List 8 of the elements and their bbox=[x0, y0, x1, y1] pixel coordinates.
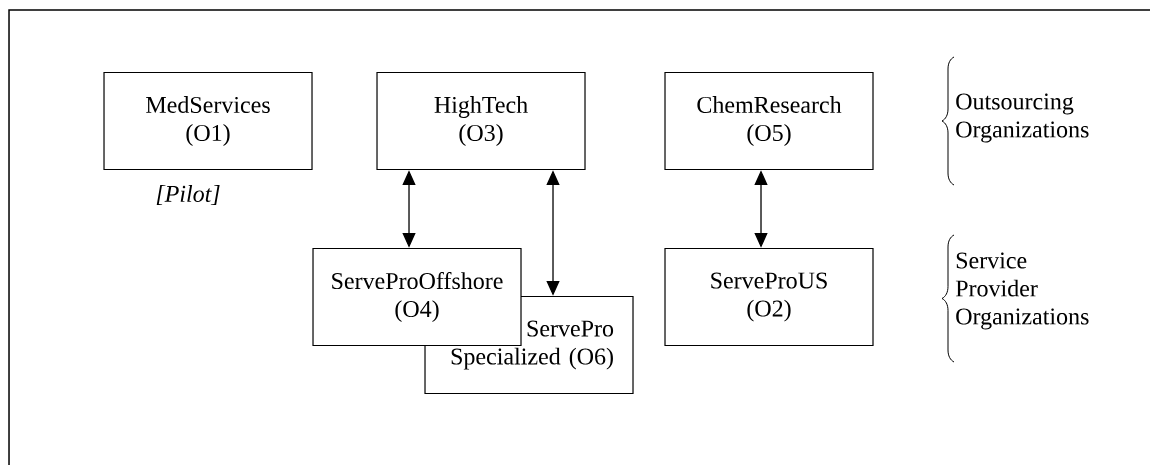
group-label: Outsourcing Organizations bbox=[956, 93, 1089, 143]
organization-box: ServeProUS (O2) bbox=[664, 247, 874, 347]
note-text: [Pilot] bbox=[156, 185, 220, 205]
organization-box: ChemResearch (O5) bbox=[664, 71, 874, 171]
organization-box: HighTech (O3) bbox=[376, 71, 586, 171]
organization-box: ServeProOffshore (O4) bbox=[312, 247, 522, 347]
organization-box: MedServices (O1) bbox=[103, 71, 313, 171]
group-label: Service Provider Organizations bbox=[955, 252, 1089, 330]
